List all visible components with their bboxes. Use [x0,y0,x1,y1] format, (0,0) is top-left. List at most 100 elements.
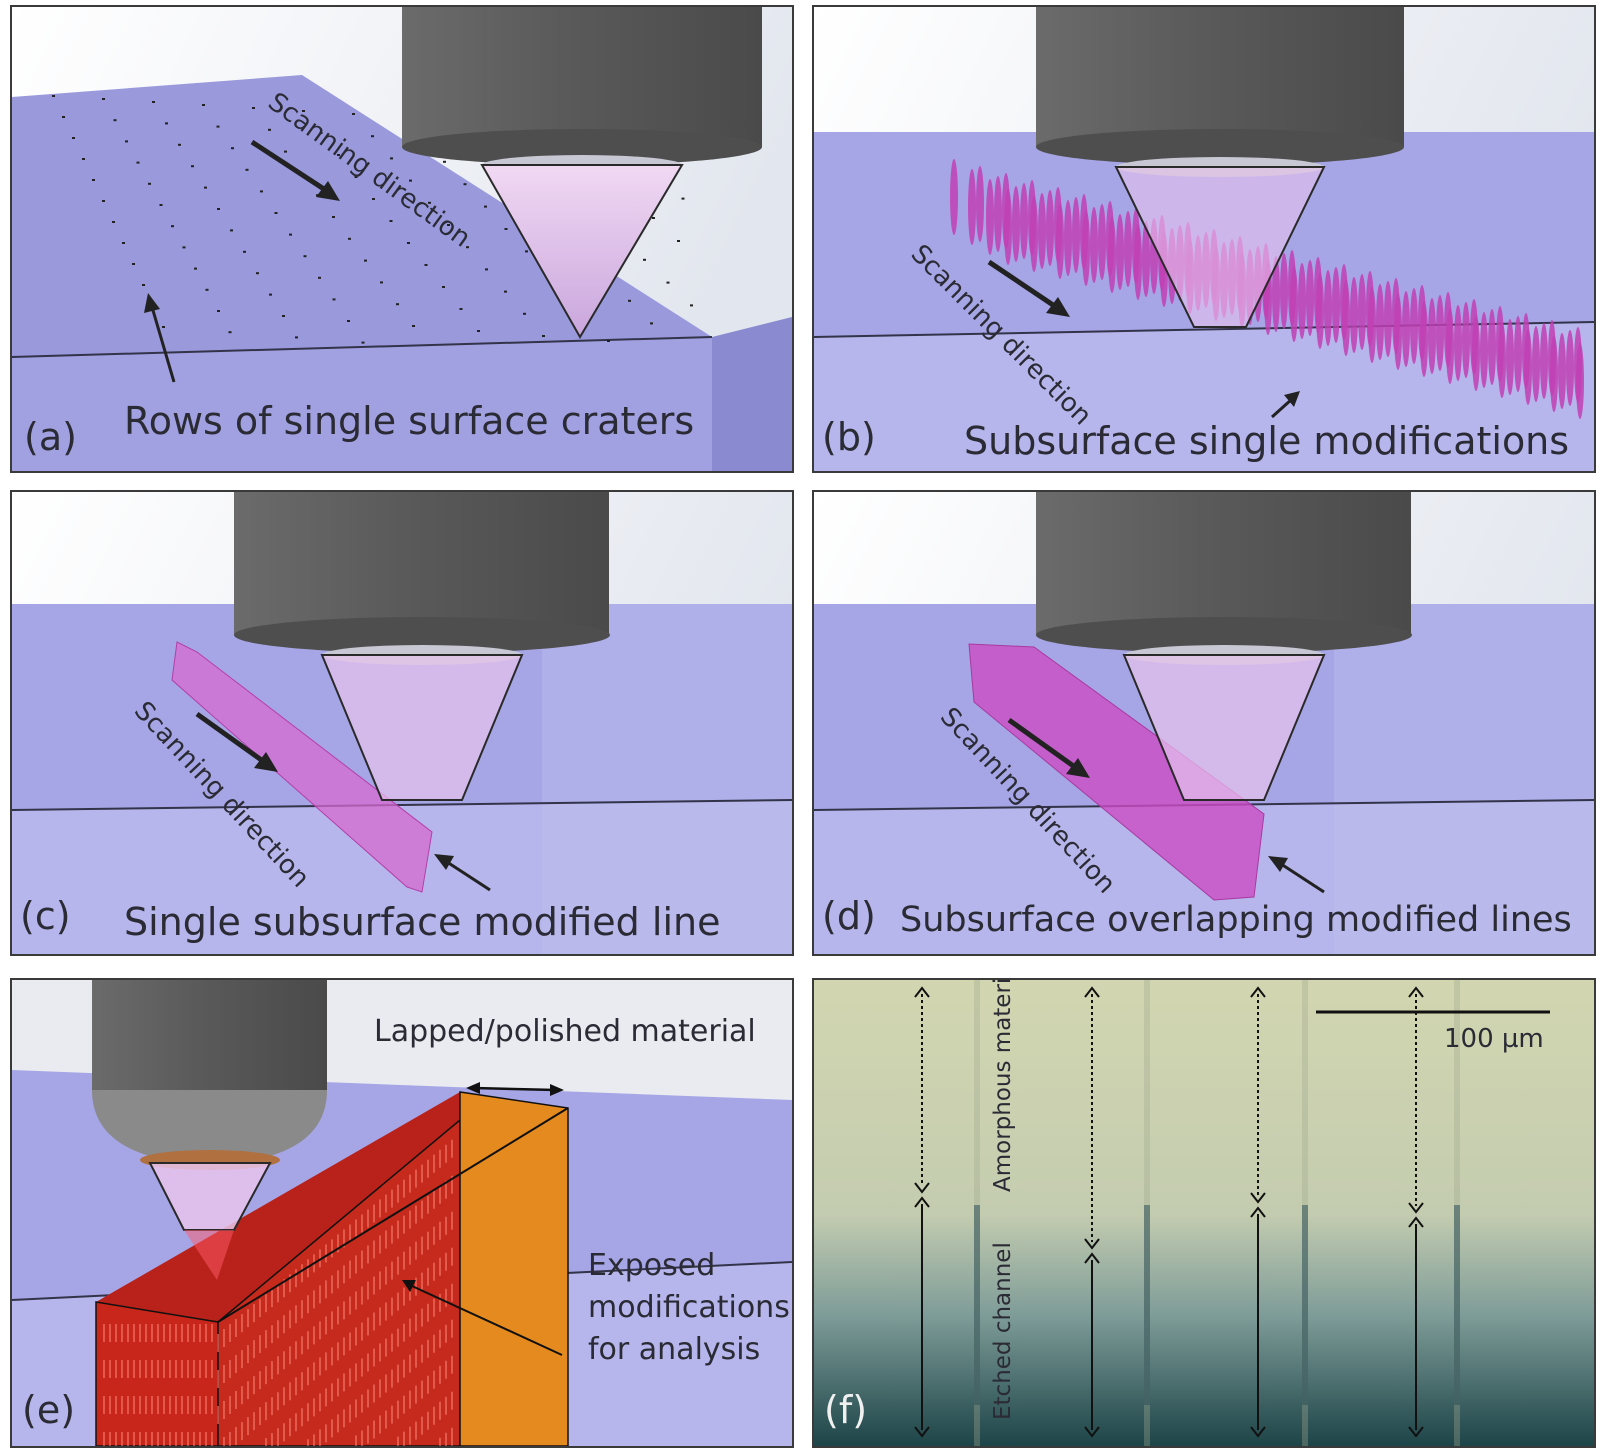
modification-mark [1524,329,1532,405]
scanning-arrow [987,259,1061,312]
modification-mark [1566,330,1574,406]
modification-mark [1436,295,1444,371]
modification-mark [1124,211,1132,287]
modification-mark [1576,343,1584,419]
crater-dot [542,335,545,337]
modification-mark [1272,256,1280,332]
panel-d: Scanning direction (d) Subsurface overla… [812,490,1596,956]
crater-dot [72,137,75,139]
modification-mark [1046,190,1054,266]
modification-mark [1012,186,1020,262]
crater-dot [205,288,209,291]
objective-body [234,492,609,635]
crater-dot [92,179,95,181]
modification-mark [1376,284,1384,360]
overlapping-lines [968,643,1265,901]
modification-mark [1072,197,1080,273]
panel-label-d: (d) [822,894,876,938]
modification-mark [1306,260,1314,336]
crater-dot [666,281,670,284]
modification-mark [1454,305,1462,381]
modification-mark [1532,326,1540,402]
crater-dot [347,320,350,322]
laser-cone [1122,654,1326,801]
exposed-label-2: modifications [588,1290,790,1325]
crater-dot [142,284,145,286]
etched-channel-column [1454,1205,1460,1405]
panel-c-illustration [12,492,792,954]
modification-mark [1056,203,1064,279]
modification-mark [1428,298,1436,374]
modification-mark [1324,270,1332,346]
crater-dot [230,229,233,232]
panel-f-micrograph [814,980,1594,1446]
crater-dot [318,276,321,279]
crater-dot [217,208,220,210]
crater-dot [332,298,336,301]
crater-dot [289,233,292,236]
crater-dot [525,250,528,253]
crater-dot [82,158,85,160]
crater-dot [122,242,125,244]
modification-mark [1384,281,1392,357]
crater-dot [477,330,480,332]
crater-dot [459,308,463,310]
polish-width-arrow [473,1086,557,1092]
crater-dot [409,179,412,182]
crater-dot [354,176,358,178]
crater-dot [442,286,445,288]
crater-dot [463,183,467,186]
modification-mark [950,159,958,235]
modification-mark [1472,315,1480,391]
crater-dot [216,125,220,128]
crater-dot [484,205,487,208]
crater-dot [165,122,168,125]
crater-dot [396,303,399,306]
crater-dot [132,263,135,265]
panel-d-illustration [814,492,1594,954]
amorphous-span-arrow [1408,986,1424,1214]
crater-dot [102,200,105,202]
crater-dot [628,299,631,302]
panel-f: 100 µm Amorphous material Etched channel… [812,978,1596,1448]
panel-label-a: (a) [24,415,77,459]
crater-dot [412,325,415,327]
crater-dot [690,304,693,307]
crater-dot [162,326,165,328]
panel-label-c: (c) [20,894,71,938]
panel-a: Scanning direction (a) Rows of single su… [10,5,794,473]
crater-dot [112,221,115,223]
crater-dot [256,272,259,275]
measurement-arrows [914,986,1424,1438]
crater-dot [102,98,105,100]
amorphous-span-arrow [1084,986,1100,1250]
modification-mark [1098,204,1106,280]
amorphous-span-arrow [1250,986,1266,1204]
crater-dot [428,201,431,204]
crater-dot [159,204,163,206]
glass-top [12,75,712,357]
crater-dot [204,186,207,189]
panel-label-f: (f) [824,1388,868,1432]
crater-dot [295,336,298,339]
crater-dot [284,150,287,153]
crater-dot [243,250,246,253]
crater-dot [245,168,249,171]
caption-d: Subsurface overlapping modified lines [900,900,1572,940]
objective-body [1036,492,1411,635]
etched-span-arrow [1250,1206,1266,1438]
crater-dot [380,281,383,284]
modification-mark [976,166,984,242]
laser-cone [480,164,684,339]
amorphous-span-arrow [914,986,930,1194]
modification-mark [1342,280,1350,356]
modification-mark [1462,302,1470,378]
crater-dot [348,237,351,240]
modification-mark [1402,291,1410,367]
crater-dot [643,258,646,261]
modification-mark [1540,323,1548,399]
modification-mark [1082,210,1090,286]
crater-dot [443,160,446,163]
etched-channel-column [1144,1205,1150,1405]
modification-mark [1368,287,1376,363]
